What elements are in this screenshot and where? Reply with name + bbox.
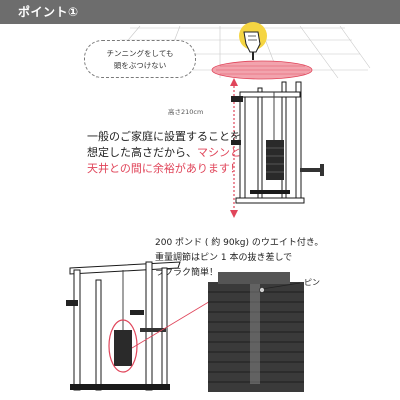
height-label: 高さ210cm — [168, 108, 204, 116]
description-1: 一般のご家庭に設置することを 想定した高さだから、マシンと 天井との間に余裕があ… — [87, 129, 241, 177]
header-title: ポイント① — [18, 5, 79, 19]
callout-line2: 頭をぶつけない — [113, 61, 167, 70]
description-2-line2: 重量調節はピン 1 本の抜き差しで — [155, 253, 293, 263]
description-1-line3: 天井との間に余裕があります！ — [87, 162, 241, 175]
description-2-line3: ラクラク簡単！ — [155, 268, 219, 278]
height-arrow-icon — [230, 78, 238, 218]
pin-label: ピン — [304, 278, 320, 287]
weight-stack-highlight — [108, 319, 138, 373]
description-1-line2-red: マシンと — [197, 146, 241, 159]
description-1-line2: 想定した高さだから、マシンと — [87, 145, 241, 161]
callout-line1: チンニングをしても — [106, 49, 174, 58]
description-2: 200 ポンド ( 約 90kg) のウエイト付き。 重量調節はピン 1 本の抜… — [155, 236, 323, 281]
header-bar: ポイント① — [0, 0, 400, 24]
hand-pointing-icon — [239, 22, 267, 60]
callout-bubble: チンニングをしても 頭をぶつけない — [84, 40, 196, 78]
description-1-line2-black: 想定した高さだから、 — [87, 146, 197, 159]
description-1-line1: 一般のご家庭に設置することを — [87, 130, 241, 143]
description-2-line1: 200 ポンド ( 約 90kg) のウエイト付き。 — [155, 238, 324, 248]
